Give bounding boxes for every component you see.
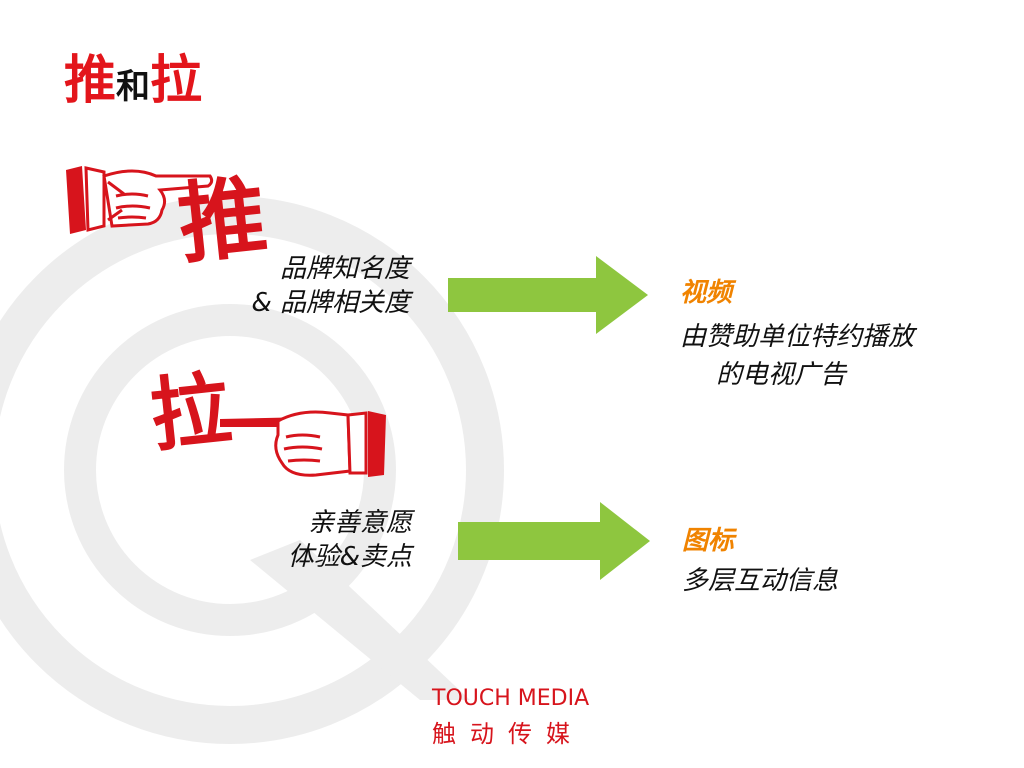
page-title: 推和拉 — [64, 38, 202, 113]
video-heading: 视频 — [680, 278, 733, 308]
pointing-hand-pull-icon — [220, 410, 386, 477]
pull-label-line1: 亲善意愿 — [307, 508, 412, 538]
video-line1: 由赞助单位特约播放 — [680, 322, 915, 352]
brand-name-zh: 触动传媒 — [432, 720, 584, 748]
arrow-right-icon — [448, 256, 648, 334]
push-label-line2: & 品牌相关度 — [251, 288, 410, 318]
title-and: 和 — [116, 67, 151, 107]
icon-heading: 图标 — [682, 526, 735, 556]
arrow-right-icon — [458, 502, 650, 580]
push-label: 品牌知名度 & 品牌相关度 — [190, 252, 410, 320]
pointing-hand-push-icon — [66, 166, 214, 234]
pull-label-line2: 体验&卖点 — [287, 542, 412, 572]
push-label-line1: 品牌知名度 — [279, 254, 410, 284]
title-pull: 拉 — [150, 51, 203, 111]
pull-label: 亲善意愿 体验&卖点 — [190, 506, 412, 574]
title-push: 推 — [64, 51, 117, 111]
video-line2: 的电视广告 — [716, 360, 847, 390]
brand-name-en: TOUCH MEDIA — [432, 686, 590, 711]
icon-line1: 多层互动信息 — [682, 566, 839, 596]
